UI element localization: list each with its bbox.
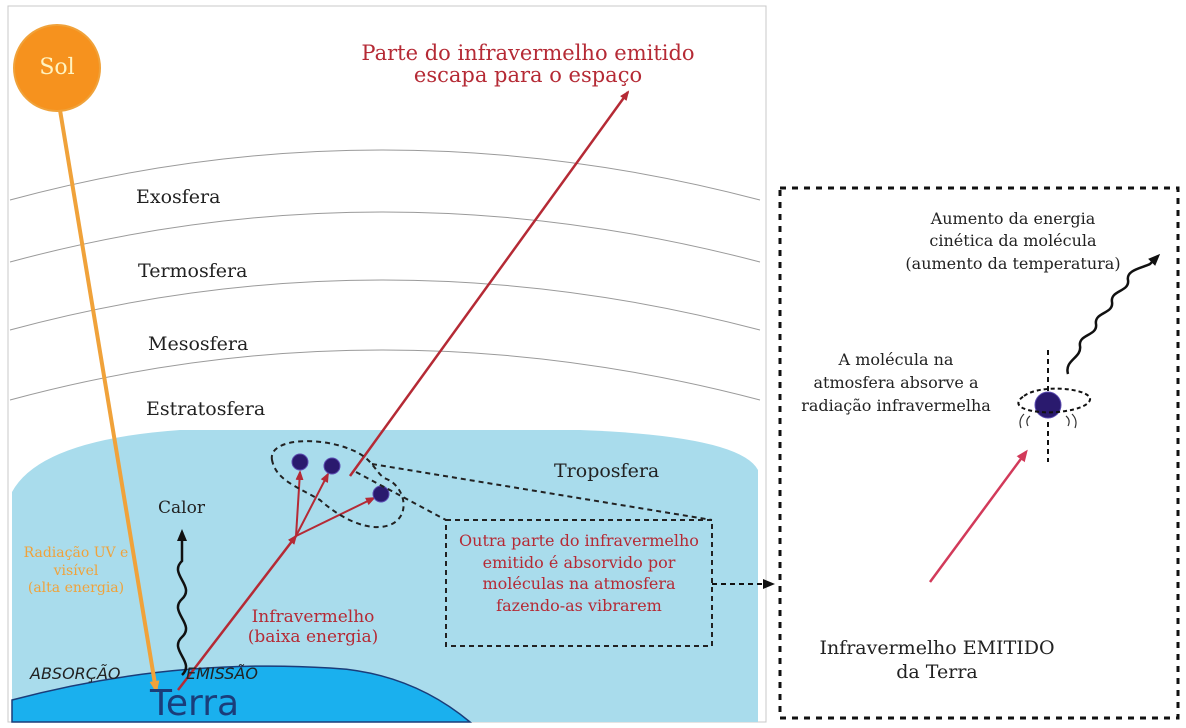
escape-label: Parte do infravermelho emitido escapa pa… — [318, 42, 738, 86]
sun-label: Sol — [39, 55, 75, 80]
absorbed-line2: emitido é absorvido por — [482, 552, 676, 572]
molecule-line2: atmosfera absorve a — [813, 373, 979, 393]
uv-label-line1: Radiação UV e — [23, 545, 129, 561]
emitted-line1: Infravermelho EMITIDO — [819, 637, 1055, 659]
absorbed-line3: moléculas na atmosfera — [482, 574, 676, 594]
molecule-absorbs-label: A molécula na atmosfera absorve a radiaç… — [786, 348, 1006, 418]
infrared-emission-arrow — [177, 534, 298, 691]
infrared-branch-arrows — [295, 470, 376, 537]
callout-connector — [355, 463, 713, 521]
layer-thermosphere: Termosfera — [138, 260, 248, 282]
kinetic-energy-label: Aumento da energia cinética da molécula … — [878, 208, 1148, 275]
infrared-label-line2: (baixa energia) — [247, 627, 379, 648]
infrared-label: Infravermelho (baixa energia) — [238, 607, 388, 648]
layer-stratosphere: Estratosfera — [146, 398, 266, 420]
layer-mesosphere: Mesosfera — [148, 333, 249, 355]
molecule-1 — [291, 453, 309, 471]
absorbed-callout-text: Outra parte do infravermelho emitido é a… — [450, 530, 708, 616]
kinetic-line3: (aumento da temperatura) — [905, 253, 1121, 273]
molecule-2 — [323, 457, 341, 475]
absorbed-line1: Outra parte do infravermelho — [459, 531, 699, 550]
heat-label: Calor — [158, 498, 205, 518]
escape-label-line1: Parte do infravermelho emitido — [361, 41, 695, 65]
heat-arrow — [176, 529, 188, 676]
uv-label-line3: (alta energia) — [27, 580, 125, 596]
emission-label: EMISSÃO — [186, 664, 258, 683]
escape-to-space-arrow — [348, 90, 630, 477]
earth-surface — [11, 665, 473, 723]
escape-label-line2: escapa para o espaço — [413, 63, 643, 88]
earth-label: Terra — [150, 683, 240, 724]
layer-exosphere: Exosfera — [136, 186, 221, 208]
molecule-3 — [372, 485, 390, 503]
absorbed-line4: fazendo-as vibrarem — [496, 595, 662, 615]
emitted-infrared-label: Infravermelho EMITIDO da Terra — [784, 637, 1090, 685]
layer-troposphere: Troposfera — [554, 460, 660, 482]
detail-molecule — [1034, 391, 1062, 419]
sun-icon — [13, 24, 101, 112]
kinetic-line2: cinética da molécula — [929, 231, 1097, 251]
molecule-line1: A molécula na — [838, 350, 954, 369]
absorption-label: ABSORÇÃO — [30, 664, 121, 683]
molecule-group-outline — [270, 440, 405, 529]
emitted-line2: da Terra — [896, 660, 978, 683]
vibration-orbit — [1017, 387, 1091, 414]
uv-radiation-arrow — [58, 109, 160, 693]
kinetic-line1: Aumento da energia — [930, 209, 1096, 228]
uv-label-line2: visível — [53, 562, 99, 579]
vibration-marks-icon — [1019, 413, 1077, 429]
atmosphere-layer-lines — [9, 149, 761, 401]
uv-label: Radiação UV e visível (alta energia) — [14, 545, 138, 598]
detail-panel — [778, 186, 1180, 720]
troposphere-region — [12, 430, 758, 722]
emitted-infrared-arrow — [928, 449, 1028, 583]
infrared-label-line1: Infravermelho — [251, 607, 375, 627]
molecule-line3: radiação infravermelha — [801, 396, 991, 416]
kinetic-energy-arrow — [1066, 253, 1161, 375]
